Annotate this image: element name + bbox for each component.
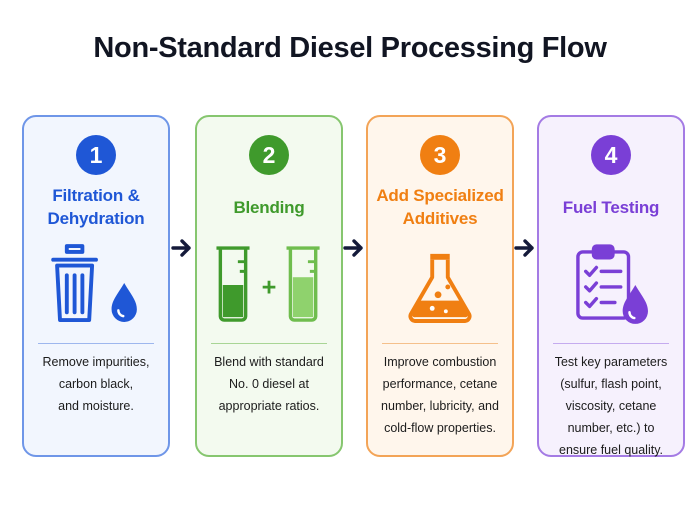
desc-line: (sulfur, flash point,	[560, 377, 662, 391]
diagram-title: Non-Standard Diesel Processing Flow	[93, 32, 607, 64]
step-number-badge: 3	[420, 135, 460, 175]
divider	[38, 343, 154, 344]
desc-line: performance, cetane	[382, 377, 498, 391]
desc-line: and moisture.	[58, 399, 134, 413]
desc-line: Remove impurities,	[42, 355, 150, 369]
step-card-4: 4 Fuel Testing Test key parameters (sulf…	[537, 115, 685, 457]
step-description: Test key parameters (sulfur, flash point…	[545, 351, 677, 461]
step-description: Improve combustion performance, cetane n…	[374, 351, 506, 439]
desc-line: appropriate ratios.	[218, 399, 320, 413]
step-title-line: Additives	[402, 209, 478, 228]
beaker-icon	[216, 246, 250, 322]
desc-line: number, lubricity, and	[381, 399, 499, 413]
step-title: Add Specialized Additives	[368, 183, 512, 231]
divider	[382, 343, 498, 344]
step-icon-group	[51, 244, 137, 322]
trash-bin-icon	[51, 244, 98, 322]
step-card-2: 2 Blending + Blend with standard No. 0 d…	[195, 115, 343, 457]
desc-line: Blend with standard	[214, 355, 324, 369]
flask-icon	[408, 253, 472, 323]
desc-line: cold-flow properties.	[384, 421, 496, 435]
desc-line: No. 0 diesel at	[229, 377, 309, 391]
arrow-right-icon	[343, 239, 363, 257]
step-title-line: Blending	[233, 197, 305, 217]
step-card-1: 1 Filtration & Dehydration Remove impuri…	[22, 115, 170, 457]
desc-line: carbon black,	[58, 377, 134, 391]
step-title: Fuel Testing	[539, 183, 683, 231]
arrow-right-icon	[171, 239, 191, 257]
step-title-line: Filtration &	[52, 186, 140, 205]
step-title: Filtration & Dehydration	[24, 183, 168, 231]
step-number-badge: 2	[249, 135, 289, 175]
desc-line: viscosity, cetane	[565, 399, 657, 413]
divider	[211, 343, 327, 344]
step-icon-group: +	[216, 246, 320, 322]
clipboard-checklist-icon	[576, 244, 631, 320]
desc-line: ensure fuel quality.	[559, 443, 663, 457]
step-icon-group	[576, 244, 648, 324]
step-icon-group	[408, 253, 472, 323]
step-description: Remove impurities, carbon black, and moi…	[30, 351, 162, 417]
step-number-badge: 1	[76, 135, 116, 175]
step-description: Blend with standard No. 0 diesel at appr…	[203, 351, 335, 417]
desc-line: Test key parameters	[554, 355, 668, 369]
beaker-icon	[286, 246, 320, 322]
step-title-line: Fuel Testing	[562, 197, 660, 217]
arrow-right-icon	[514, 239, 534, 257]
desc-line: number, etc.) to	[567, 421, 655, 435]
step-number-badge: 4	[591, 135, 631, 175]
step-card-3: 3 Add Specialized Additives Improve comb…	[366, 115, 514, 457]
step-title-line: Add Specialized	[376, 186, 504, 205]
divider	[553, 343, 669, 344]
desc-line: Improve combustion	[383, 355, 497, 369]
plus-icon: +	[262, 274, 277, 302]
step-title: Blending	[197, 183, 341, 231]
step-title-line: Dehydration	[47, 209, 145, 228]
